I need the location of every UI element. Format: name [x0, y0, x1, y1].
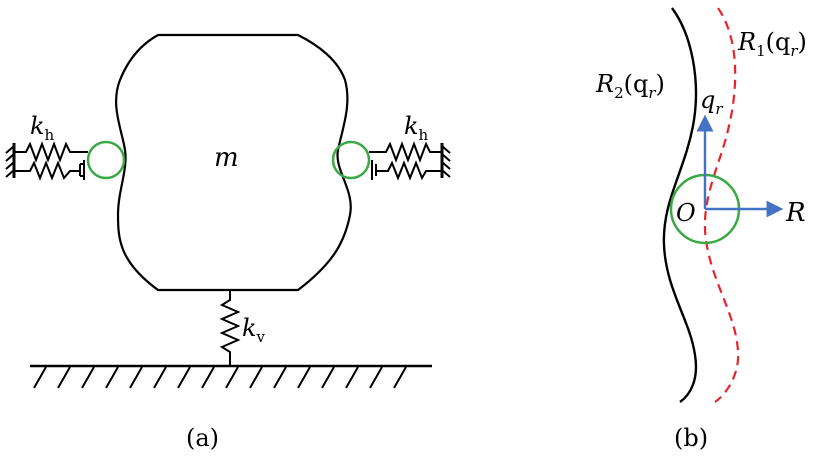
caption-b: (b) — [674, 424, 708, 452]
vertical-spring — [219, 290, 241, 366]
right-spring-damper — [369, 141, 451, 181]
left-spring-label: kh — [30, 112, 55, 144]
curve-r1-label: R1(qr) — [737, 28, 807, 60]
panel-b: R1(qr) R2(qr) qr O R (b) — [595, 7, 807, 452]
curve-r2 — [662, 7, 698, 403]
right-spring-label: kh — [404, 112, 429, 144]
left-roller-icon — [86, 140, 126, 180]
panel-a: m — [5, 33, 451, 452]
mass-label: m — [214, 143, 239, 173]
curve-r2-label: R2(qr) — [595, 70, 665, 102]
curve-r1 — [703, 7, 740, 403]
right-roller-icon — [331, 140, 371, 180]
vertical-spring-label: kv — [242, 314, 266, 346]
axis-horizontal-label: R — [785, 198, 806, 228]
left-spring-damper — [5, 141, 88, 181]
mass-body — [115, 33, 352, 292]
origin-label: O — [676, 199, 696, 227]
axis-vertical-label: qr — [700, 86, 723, 118]
caption-a: (a) — [186, 424, 219, 452]
ground — [30, 364, 432, 389]
